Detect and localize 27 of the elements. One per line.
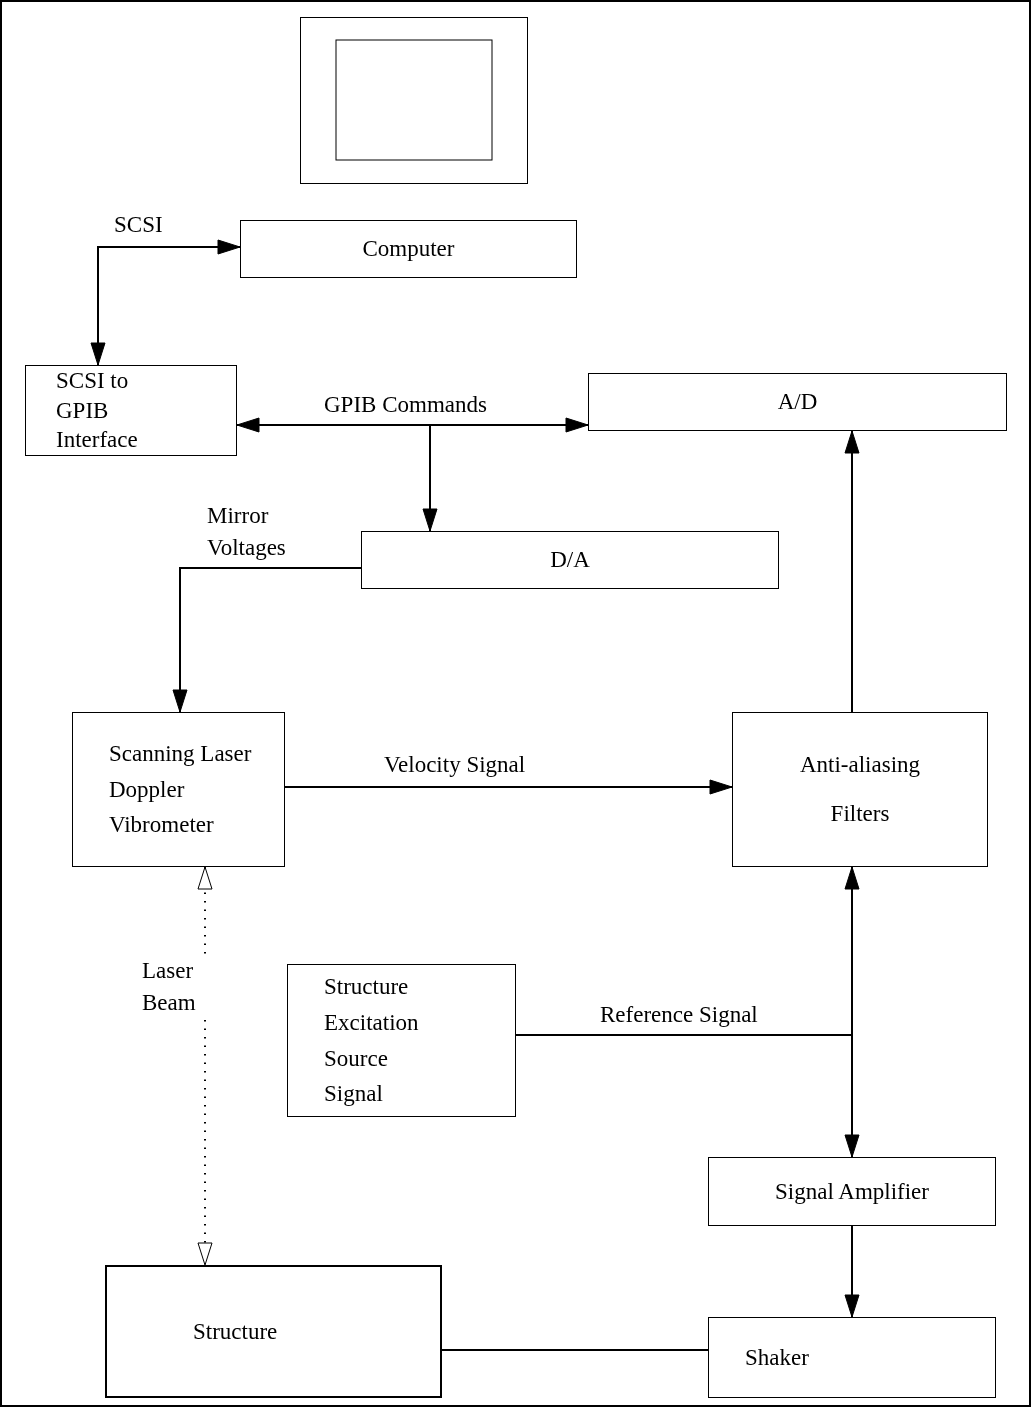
block-box [361,531,779,589]
node-label: A/D [777,388,818,417]
node-label: Signal Amplifier [775,1177,929,1206]
block-box [105,1265,442,1398]
node-label: Scanning Laser Doppler Vibrometer [109,740,253,840]
arrow [844,430,860,713]
block-box [240,220,577,278]
arrow [90,239,241,366]
block-box [708,1157,996,1226]
block-box [25,365,237,456]
block-box [287,964,516,1117]
connector-line [441,1349,709,1351]
node-label: Structure Excitation Source Signal [324,973,420,1109]
block-box [732,712,988,867]
node-label: Shaker [745,1343,809,1372]
node-label: D/A [550,546,590,575]
block-box [708,1317,996,1398]
node-label: SCSI to GPIB Interface [56,366,139,455]
arrow [284,779,733,795]
node-label: Structure [193,1317,278,1346]
block-box [72,712,285,867]
monitor-drawing [300,17,528,184]
node-label: Computer [362,235,455,264]
node-label: Anti-aliasing Filters [798,751,922,828]
arrow [844,1225,860,1318]
block-box [588,373,1007,431]
arrow [172,567,362,713]
